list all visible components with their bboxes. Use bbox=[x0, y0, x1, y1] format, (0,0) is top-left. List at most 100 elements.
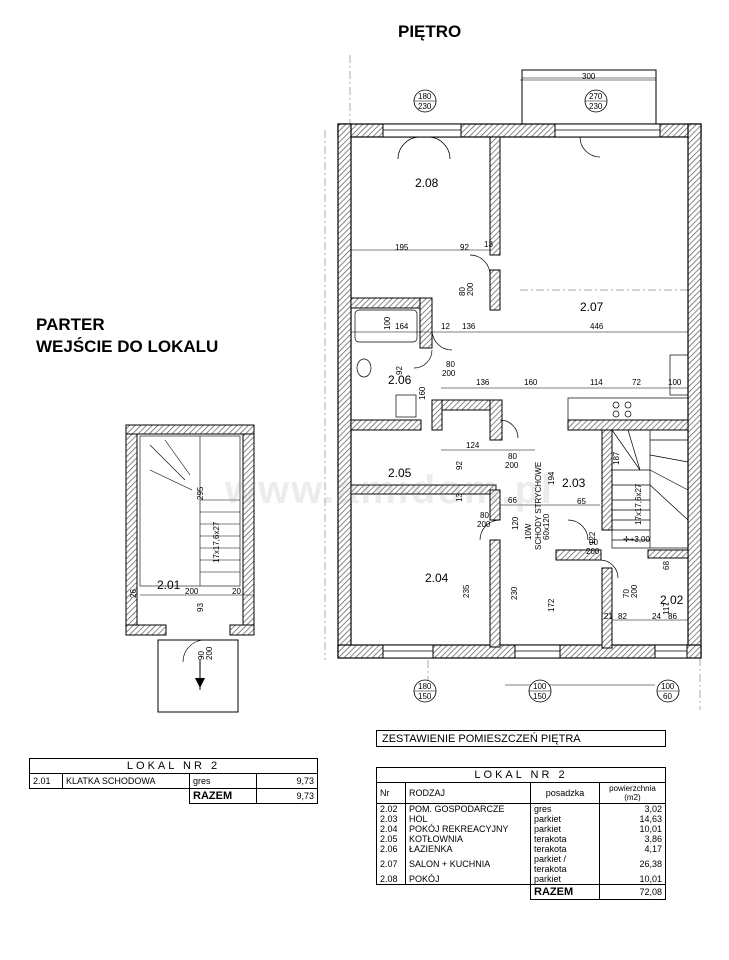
cell-area: 10,01 bbox=[599, 824, 666, 834]
window-tag-3-bottom: 150 bbox=[418, 692, 432, 701]
dim-65: 65 bbox=[577, 497, 586, 506]
room-label-2-08: 2.08 bbox=[415, 176, 439, 190]
dim-136: 136 bbox=[462, 322, 476, 331]
dim-194-vert: 194 bbox=[547, 471, 556, 485]
ground-dim-20: 20 bbox=[232, 587, 241, 596]
dim-235-vert: 235 bbox=[462, 584, 471, 598]
ground-door-200: 200 bbox=[205, 646, 214, 660]
door-swings bbox=[397, 136, 619, 579]
room-label-2-02: 2.02 bbox=[660, 593, 684, 607]
cell-name: ŁAZIENKA bbox=[405, 844, 531, 854]
ground-title-line1: PARTER bbox=[36, 315, 105, 334]
upper-table-heading: ZESTAWIENIE POMIESZCZEŃ PIĘTRA bbox=[376, 730, 666, 747]
door-label-200: 200 bbox=[442, 369, 456, 378]
cell-area: 10,01 bbox=[599, 874, 666, 885]
dim-13: 13 bbox=[484, 240, 493, 249]
dim-92-vert: 92 bbox=[395, 366, 404, 375]
cell-area: 26,38 bbox=[599, 854, 666, 874]
door-label-80: 80 bbox=[446, 360, 455, 369]
room-label-2-03: 2.03 bbox=[562, 476, 586, 490]
dim-230-vert: 230 bbox=[510, 586, 519, 600]
dim-120-vert: 120 bbox=[511, 516, 520, 530]
ground-room-table: LOKAL NR 2 2.01 KLATKA SCHODOWA gres 9,7… bbox=[29, 758, 318, 804]
cell-floor: parkiet / terakota bbox=[530, 854, 600, 874]
cell-name: POKÓJ REKREACYJNY bbox=[405, 824, 531, 834]
cell-nr: 2.07 bbox=[376, 854, 406, 874]
dim-68-vert: 68 bbox=[662, 561, 671, 570]
window-tag-2-top: 270 bbox=[589, 92, 603, 101]
ground-total-label: RAZEM bbox=[189, 788, 257, 804]
dim-24: 24 bbox=[652, 612, 661, 621]
cell-floor: gres bbox=[530, 803, 600, 814]
cell-area: 3,02 bbox=[599, 803, 666, 814]
dim-86: 86 bbox=[668, 612, 677, 621]
cell-floor: terakota bbox=[530, 844, 600, 854]
dim-187-vert: 187 bbox=[612, 451, 621, 465]
dim-66: 66 bbox=[508, 496, 517, 505]
cell-nr: 2.02 bbox=[376, 803, 406, 814]
ground-table-caption: LOKAL NR 2 bbox=[29, 758, 318, 774]
dim-92: 92 bbox=[460, 243, 469, 252]
room-label-2-05: 2.05 bbox=[388, 466, 412, 480]
dim-136b: 136 bbox=[476, 378, 490, 387]
door-label-200-e: 200 bbox=[630, 584, 639, 598]
door-label-200-d: 200 bbox=[586, 547, 600, 556]
cell-floor: gres bbox=[189, 773, 257, 789]
ground-total-value: 9,73 bbox=[256, 788, 318, 804]
upper-floor-title: PIĘTRO bbox=[398, 22, 462, 41]
cell-name: POM. GOSPODARCZE bbox=[405, 803, 531, 814]
dim-21: 21 bbox=[604, 612, 613, 621]
header-name: RODZAJ bbox=[405, 782, 531, 804]
dim-160: 160 bbox=[524, 378, 538, 387]
door-label-80-b: 80 bbox=[508, 452, 517, 461]
ground-dim-200: 200 bbox=[185, 587, 199, 596]
cell-nr: 2.08 bbox=[376, 874, 406, 885]
cell-floor: terakota bbox=[530, 834, 600, 844]
dim-12: 12 bbox=[441, 322, 450, 331]
cell-floor: parkiet bbox=[530, 874, 600, 885]
cell-floor: parkiet bbox=[530, 814, 600, 824]
upper-stairs-label: 17x17,6x27 bbox=[634, 483, 643, 525]
upper-room-table: LOKAL NR 2 Nr RODZAJ posadzka powierzchn… bbox=[376, 767, 666, 900]
window-tag-3-top: 180 bbox=[418, 682, 432, 691]
room-label-2-01: 2.01 bbox=[157, 578, 181, 592]
ground-porch bbox=[157, 639, 239, 713]
cell-area: 14,63 bbox=[599, 814, 666, 824]
cell-area: 4,17 bbox=[599, 844, 666, 854]
cell-name: KLATKA SCHODOWA bbox=[62, 773, 190, 789]
room-label-2-07: 2.07 bbox=[580, 300, 604, 314]
window-tag-1-bottom: 230 bbox=[418, 102, 432, 111]
window-tag-5-bottom: 60 bbox=[663, 692, 672, 701]
window-tag-4-top: 100 bbox=[533, 682, 547, 691]
door-label-200-c: 200 bbox=[477, 520, 491, 529]
cell-floor: parkiet bbox=[530, 824, 600, 834]
level-value: +3,00 bbox=[629, 535, 650, 544]
ground-title-line2: WEJŚCIE DO LOKALU bbox=[36, 337, 219, 356]
dim-446: 446 bbox=[590, 322, 604, 331]
door-label-90: 90 bbox=[589, 538, 598, 547]
upper-table-caption: LOKAL NR 2 bbox=[376, 767, 666, 783]
cell-name: KOTŁOWNIA bbox=[405, 834, 531, 844]
kitchen-counter bbox=[567, 354, 689, 421]
cell-nr: 2.04 bbox=[376, 824, 406, 834]
cell-area: 3,86 bbox=[599, 834, 666, 844]
cell-nr: 2.05 bbox=[376, 834, 406, 844]
dim-195: 195 bbox=[395, 243, 409, 252]
door-label-200-b: 200 bbox=[505, 461, 519, 470]
dimension-lines bbox=[351, 79, 688, 686]
dim-100-vert: 100 bbox=[383, 316, 392, 330]
dim-92-vert-b: 92 bbox=[455, 461, 464, 470]
dim-114: 114 bbox=[590, 378, 603, 387]
upper-stairs bbox=[611, 429, 689, 549]
axis-lines bbox=[324, 55, 701, 710]
bathroom-fixtures bbox=[354, 309, 418, 418]
room-label-2-06: 2.06 bbox=[388, 373, 412, 387]
ground-floor-title: PARTER WEJŚCIE DO LOKALU bbox=[36, 314, 218, 358]
balcony-width: 300 bbox=[582, 72, 596, 81]
